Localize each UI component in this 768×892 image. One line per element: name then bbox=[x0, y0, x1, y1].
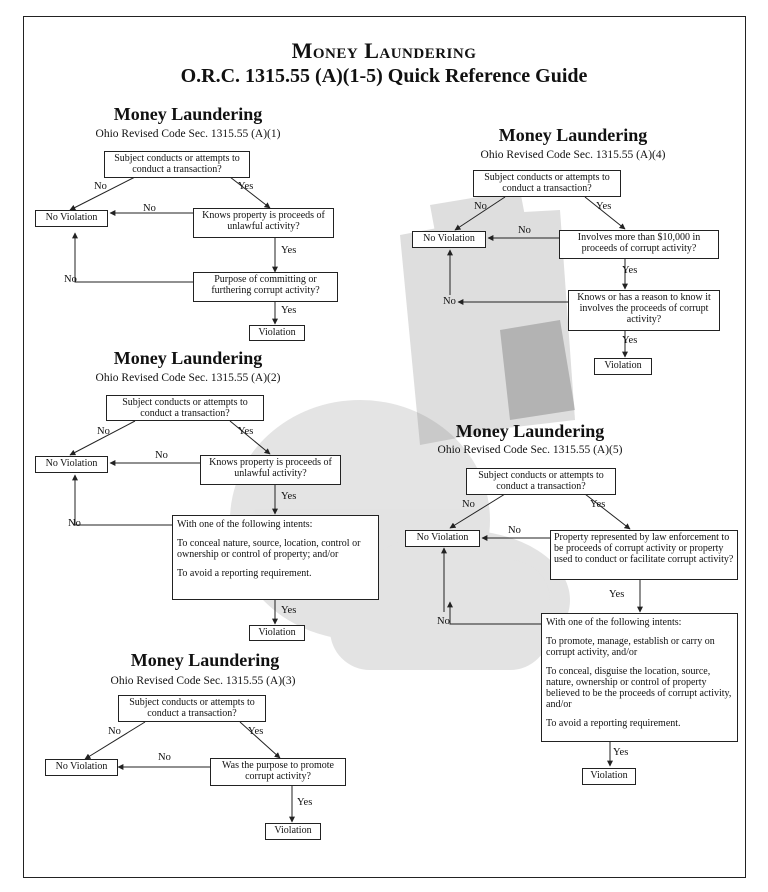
s2-no-label-3: No bbox=[68, 518, 81, 529]
s4-violation-box: Violation bbox=[594, 358, 652, 375]
s2-intent-reporting: To avoid a reporting requirement. bbox=[177, 568, 374, 579]
s2-question-transaction: Subject conducts or attempts to conduct … bbox=[106, 395, 264, 421]
s5-question-transaction: Subject conducts or attempts to conduct … bbox=[466, 468, 616, 495]
s5-yes-label-2: Yes bbox=[609, 589, 624, 600]
s1-no-label-1: No bbox=[94, 181, 107, 192]
s4-no-label-3: No bbox=[443, 296, 456, 307]
s3-yes-label-2: Yes bbox=[297, 797, 312, 808]
s5-no-label-2: No bbox=[508, 525, 521, 536]
s3-no-violation-box: No Violation bbox=[45, 759, 118, 776]
s5-question-property-represented: Property represented by law enforcement … bbox=[550, 530, 738, 580]
s5-yes-label-3: Yes bbox=[613, 747, 628, 758]
s1-no-label-3: No bbox=[64, 274, 77, 285]
s1-violation-box: Violation bbox=[249, 325, 305, 341]
s3-question-transaction: Subject conducts or attempts to conduct … bbox=[118, 695, 266, 722]
s3-question-purpose: Was the purpose to promote corrupt activ… bbox=[210, 758, 346, 786]
s2-yes-label-2: Yes bbox=[281, 491, 296, 502]
s1-yes-label-2: Yes bbox=[281, 245, 296, 256]
s5-no-label-3: No bbox=[437, 616, 450, 627]
page-subtitle: O.R.C. 1315.55 (A)(1-5) Quick Reference … bbox=[0, 65, 768, 88]
page-title: Money Laundering bbox=[0, 38, 768, 64]
section-1-code: Ohio Revised Code Sec. 1315.55 (A)(1) bbox=[60, 128, 316, 140]
s5-no-violation-box: No Violation bbox=[405, 530, 480, 547]
s5-intents-heading: With one of the following intents: bbox=[546, 617, 733, 628]
s4-yes-label-2: Yes bbox=[622, 265, 637, 276]
s1-no-label-2: No bbox=[143, 203, 156, 214]
s1-question-purpose: Purpose of committing or furthering corr… bbox=[193, 272, 338, 302]
s2-no-label-2: No bbox=[155, 450, 168, 461]
s2-yes-label-1: Yes bbox=[238, 426, 253, 437]
s1-yes-label-1: Yes bbox=[238, 181, 253, 192]
section-5-code: Ohio Revised Code Sec. 1315.55 (A)(5) bbox=[402, 444, 658, 456]
s4-yes-label-1: Yes bbox=[596, 201, 611, 212]
s5-intent-conceal: To conceal, disguise the location, sourc… bbox=[546, 666, 733, 710]
s3-no-label-2: No bbox=[158, 752, 171, 763]
s2-intent-conceal: To conceal nature, source, location, con… bbox=[177, 538, 374, 560]
s2-question-knows-proceeds: Knows property is proceeds of unlawful a… bbox=[200, 455, 341, 485]
section-3-title: Money Laundering bbox=[105, 650, 305, 671]
s2-intents-heading: With one of the following intents: bbox=[177, 519, 374, 530]
section-4-title: Money Laundering bbox=[473, 125, 673, 146]
s2-intents-box: With one of the following intents: To co… bbox=[172, 515, 379, 600]
s4-no-violation-box: No Violation bbox=[412, 231, 486, 248]
s1-no-violation-box: No Violation bbox=[35, 210, 108, 227]
section-4-code: Ohio Revised Code Sec. 1315.55 (A)(4) bbox=[445, 149, 701, 161]
s3-no-label-1: No bbox=[108, 726, 121, 737]
s1-question-transaction: Subject conducts or attempts to conduct … bbox=[104, 151, 250, 178]
section-3-code: Ohio Revised Code Sec. 1315.55 (A)(3) bbox=[75, 675, 331, 687]
s2-yes-label-3: Yes bbox=[281, 605, 296, 616]
s4-question-transaction: Subject conducts or attempts to conduct … bbox=[473, 170, 621, 197]
s2-no-violation-box: No Violation bbox=[35, 456, 108, 473]
s4-question-over-10000: Involves more than $10,000 in proceeds o… bbox=[559, 230, 719, 259]
s4-question-knows-reason: Knows or has a reason to know it involve… bbox=[568, 290, 720, 331]
s3-violation-box: Violation bbox=[265, 823, 321, 840]
s2-no-label-1: No bbox=[97, 426, 110, 437]
s4-no-label-2: No bbox=[518, 225, 531, 236]
s5-intent-promote: To promote, manage, establish or carry o… bbox=[546, 636, 733, 658]
section-1-title: Money Laundering bbox=[88, 104, 288, 125]
s3-yes-label-1: Yes bbox=[248, 726, 263, 737]
s1-yes-label-3: Yes bbox=[281, 305, 296, 316]
s4-yes-label-3: Yes bbox=[622, 335, 637, 346]
s5-intents-box: With one of the following intents: To pr… bbox=[541, 613, 738, 742]
section-5-title: Money Laundering bbox=[430, 421, 630, 442]
s5-violation-box: Violation bbox=[582, 768, 636, 785]
s4-no-label-1: No bbox=[474, 201, 487, 212]
s1-question-knows-proceeds: Knows property is proceeds of unlawful a… bbox=[193, 208, 334, 238]
section-2-title: Money Laundering bbox=[88, 348, 288, 369]
s5-no-label-1: No bbox=[462, 499, 475, 510]
s2-violation-box: Violation bbox=[249, 625, 305, 641]
s5-intent-reporting: To avoid a reporting requirement. bbox=[546, 718, 733, 729]
s5-yes-label-1: Yes bbox=[590, 499, 605, 510]
section-2-code: Ohio Revised Code Sec. 1315.55 (A)(2) bbox=[60, 372, 316, 384]
